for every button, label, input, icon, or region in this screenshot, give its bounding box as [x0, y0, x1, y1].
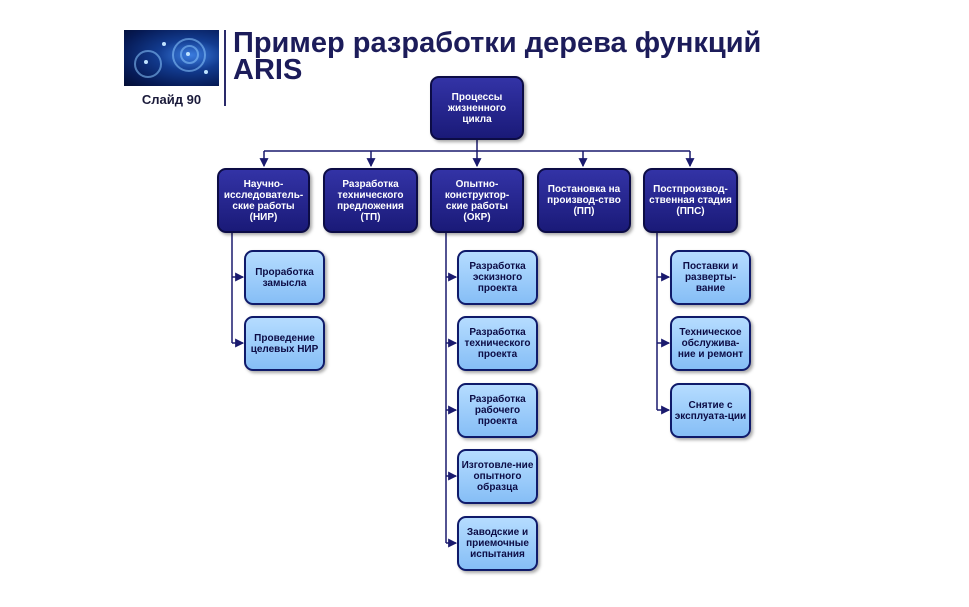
header-divider [224, 30, 226, 106]
node-pp: Постановка на производ-ство (ПП) [537, 168, 631, 233]
node-okr-child-3: Разработка рабочего проекта [457, 383, 538, 438]
root-node: Процессы жизненного цикла [430, 76, 524, 140]
node-nir-child-2: Проведение целевых НИР [244, 316, 325, 371]
slide-number: Слайд 90 [141, 92, 202, 107]
node-okr-child-1: Разработка эскизного проекта [457, 250, 538, 305]
node-nir: Научно-исследователь-ские работы (НИР) [217, 168, 310, 233]
node-pps-child-2: Техническое обслужива-ние и ремонт [670, 316, 751, 371]
node-pps: Постпроизвод-ственная стадия (ППС) [643, 168, 738, 233]
node-okr: Опытно-конструктор-ские работы (ОКР) [430, 168, 524, 233]
title-line-2: ARIS [233, 54, 303, 86]
node-pps-child-3: Снятие с эксплуата-ции [670, 383, 751, 438]
node-okr-child-5: Заводские и приемочные испытания [457, 516, 538, 571]
page-title: Пример разработки дерева функций ARIS [233, 27, 762, 86]
logo-image [124, 30, 219, 86]
node-nir-child-1: Проработка замысла [244, 250, 325, 305]
node-tp: Разработка технического предложения (ТП) [323, 168, 418, 233]
node-pps-child-1: Поставки и разверты-вание [670, 250, 751, 305]
node-okr-child-2: Разработка технического проекта [457, 316, 538, 371]
title-line-1: Пример разработки дерева функций [233, 27, 762, 59]
node-okr-child-4: Изготовле-ние опытного образца [457, 449, 538, 504]
